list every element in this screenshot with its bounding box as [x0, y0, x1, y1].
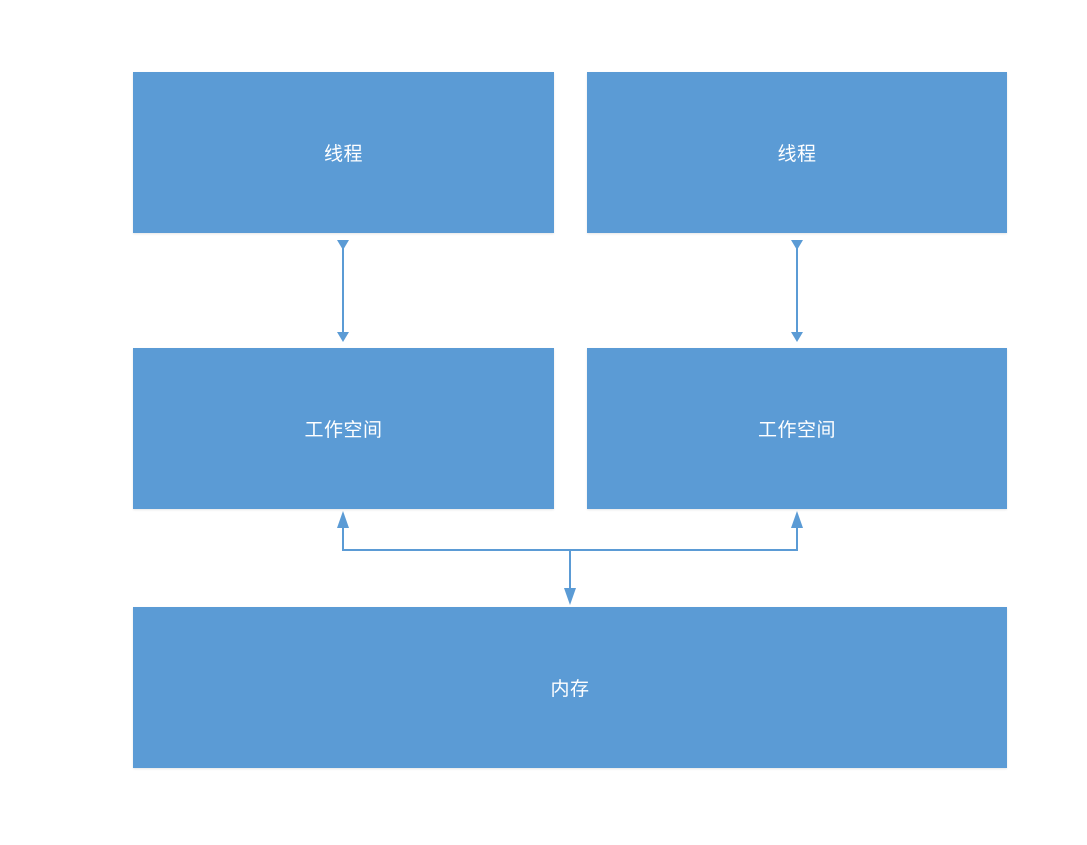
arrow-up-work-left-icon [337, 511, 349, 528]
node-label: 工作空间 [757, 419, 836, 441]
arrow-up-work-right-icon [791, 511, 803, 528]
node-label: 内存 [550, 678, 590, 700]
node-label: 工作空间 [304, 419, 383, 441]
node-work-right: 工作空间 [587, 348, 1007, 509]
node-work-left: 工作空间 [133, 348, 554, 509]
node-label: 线程 [777, 143, 817, 165]
node-thread-left: 线程 [133, 72, 554, 233]
node-memory: 内存 [133, 607, 1007, 768]
edge-work-memory-bracket [342, 521, 798, 551]
node-label: 线程 [323, 143, 363, 165]
node-thread-right: 线程 [587, 72, 1007, 233]
arrow-down-memory-icon [564, 588, 576, 605]
